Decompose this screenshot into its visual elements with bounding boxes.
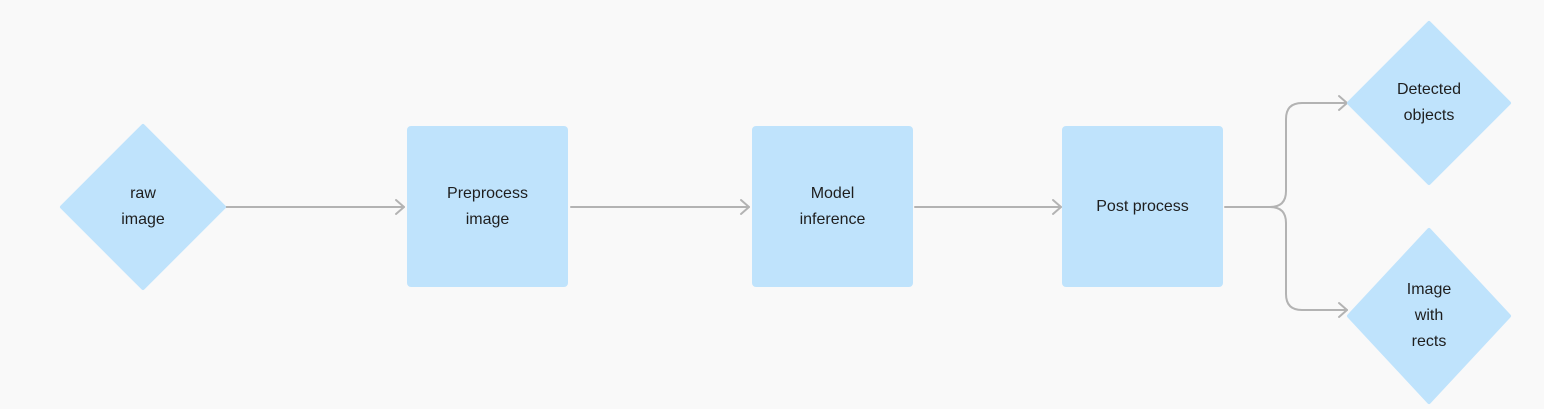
edge-postprocess-to-detected: [1224, 95, 1348, 208]
detected-objects-diamond: [1347, 21, 1511, 185]
image-with-rects-diamond: [1347, 228, 1511, 404]
raw-image-diamond: [60, 124, 226, 290]
model-inference-box: [752, 126, 913, 287]
edge-preprocess-to-inference: [570, 199, 750, 215]
connectors: [225, 95, 1348, 318]
edge-inference-to-postprocess: [914, 199, 1062, 215]
edge-postprocess-to-image-rects: [1269, 206, 1348, 318]
preprocess-box: [407, 126, 568, 287]
edge-raw-to-preprocess: [225, 199, 405, 215]
nodes: [60, 21, 1511, 404]
post-process-box: [1062, 126, 1223, 287]
